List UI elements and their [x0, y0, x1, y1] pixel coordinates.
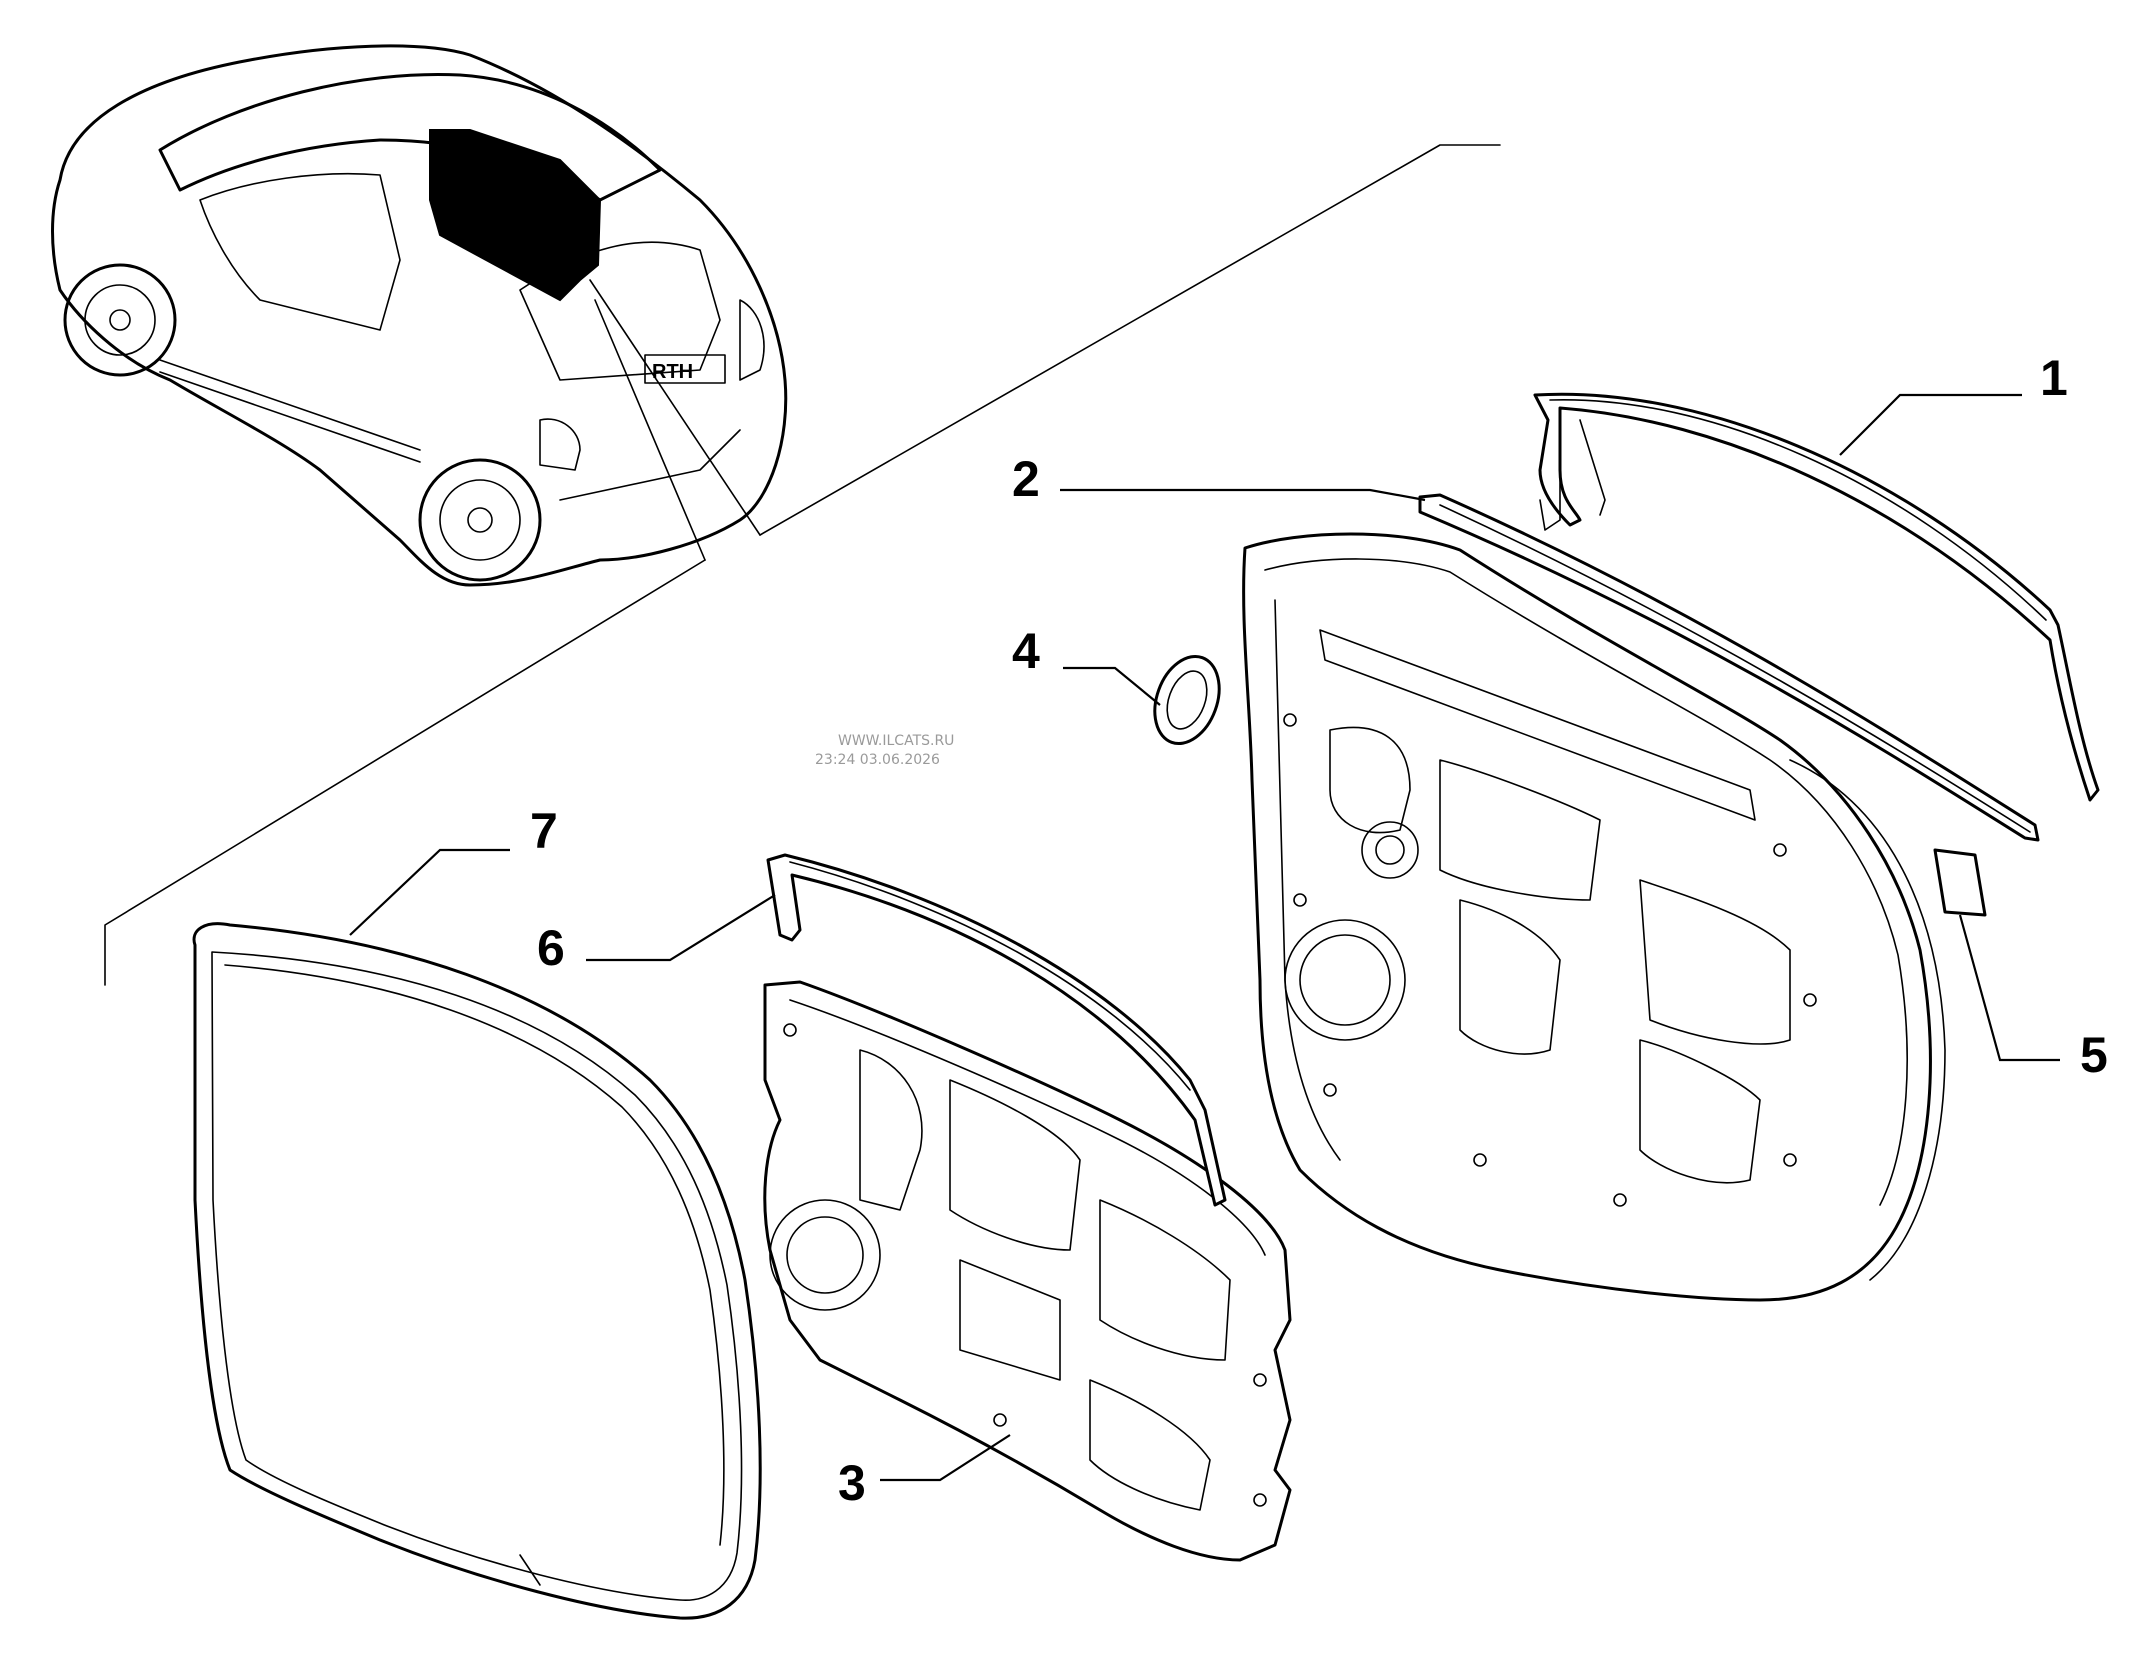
callout-labels: 1 2 3 4 5 6 7: [530, 350, 2108, 1511]
part-6-inner-channel: [766, 853, 1227, 1207]
callout-6: 6: [537, 920, 565, 976]
part-7-door-seal: [192, 922, 762, 1620]
part-1-window-frame: [1533, 392, 2100, 802]
callout-3: 3: [838, 1455, 866, 1511]
part-4-grommet: [1153, 654, 1221, 746]
overview-frame: [104, 144, 1501, 986]
callout-5: 5: [2080, 1027, 2108, 1083]
callout-1: 1: [2040, 350, 2068, 406]
callout-7: 7: [530, 803, 558, 859]
callout-4: 4: [1012, 623, 1040, 679]
watermark-line-2: 23:24 03.06.2026: [815, 752, 940, 768]
door-shell: [1242, 532, 1946, 1302]
part-5-pad: [1933, 848, 1987, 917]
watermark: WWW.ILCATS.RU 23:24 03.06.2026: [815, 733, 954, 768]
car-badge: RTH: [652, 361, 693, 383]
callout-2: 2: [1012, 451, 1040, 507]
leader-lines: [349, 393, 2060, 1482]
watermark-line-1: WWW.ILCATS.RU: [838, 733, 954, 749]
part-3-module-panel: [763, 980, 1292, 1562]
car-overview: RTH: [51, 44, 788, 587]
highlighted-part: [429, 129, 602, 302]
part-2-belt-strip: [1418, 493, 2040, 842]
